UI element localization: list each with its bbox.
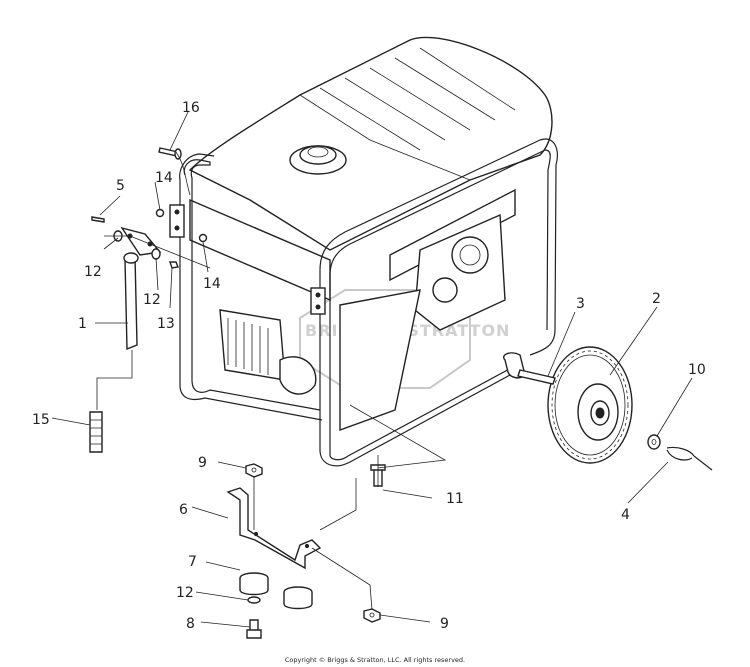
callout-9-top: 9 <box>198 455 207 471</box>
callout-3: 3 <box>576 296 585 312</box>
copyright-notice: Copyright © Briggs & Stratton, LLC. All … <box>284 656 466 664</box>
callout-4: 4 <box>621 507 630 523</box>
callout-8: 8 <box>186 616 195 632</box>
foot-bracket-assembly <box>226 463 386 639</box>
tubular-frame <box>169 138 558 467</box>
callout-11: 11 <box>446 491 464 507</box>
generator-assembly <box>188 36 553 431</box>
callout-7: 7 <box>188 554 197 570</box>
callout-15: 15 <box>32 412 50 428</box>
callout-5: 5 <box>116 178 125 194</box>
callout-12-foot: 12 <box>176 585 194 601</box>
callout-6: 6 <box>179 502 188 518</box>
handle-assembly <box>89 147 208 453</box>
callout-12-handle-right: 12 <box>143 292 161 308</box>
callout-labels: 1 2 3 4 5 6 7 8 9 9 10 11 12 12 12 13 14… <box>32 100 706 632</box>
callout-16: 16 <box>182 100 200 116</box>
callout-13: 13 <box>157 316 175 332</box>
callout-2: 2 <box>652 291 661 307</box>
leader-lines <box>51 111 693 628</box>
callout-1: 1 <box>78 316 87 332</box>
callout-14-upper: 14 <box>155 170 173 186</box>
wheel-assembly <box>517 346 713 471</box>
callout-10: 10 <box>688 362 706 378</box>
callout-12-handle-left: 12 <box>84 264 102 280</box>
callout-9-bottom: 9 <box>440 616 449 632</box>
callout-14-lower: 14 <box>203 276 221 292</box>
